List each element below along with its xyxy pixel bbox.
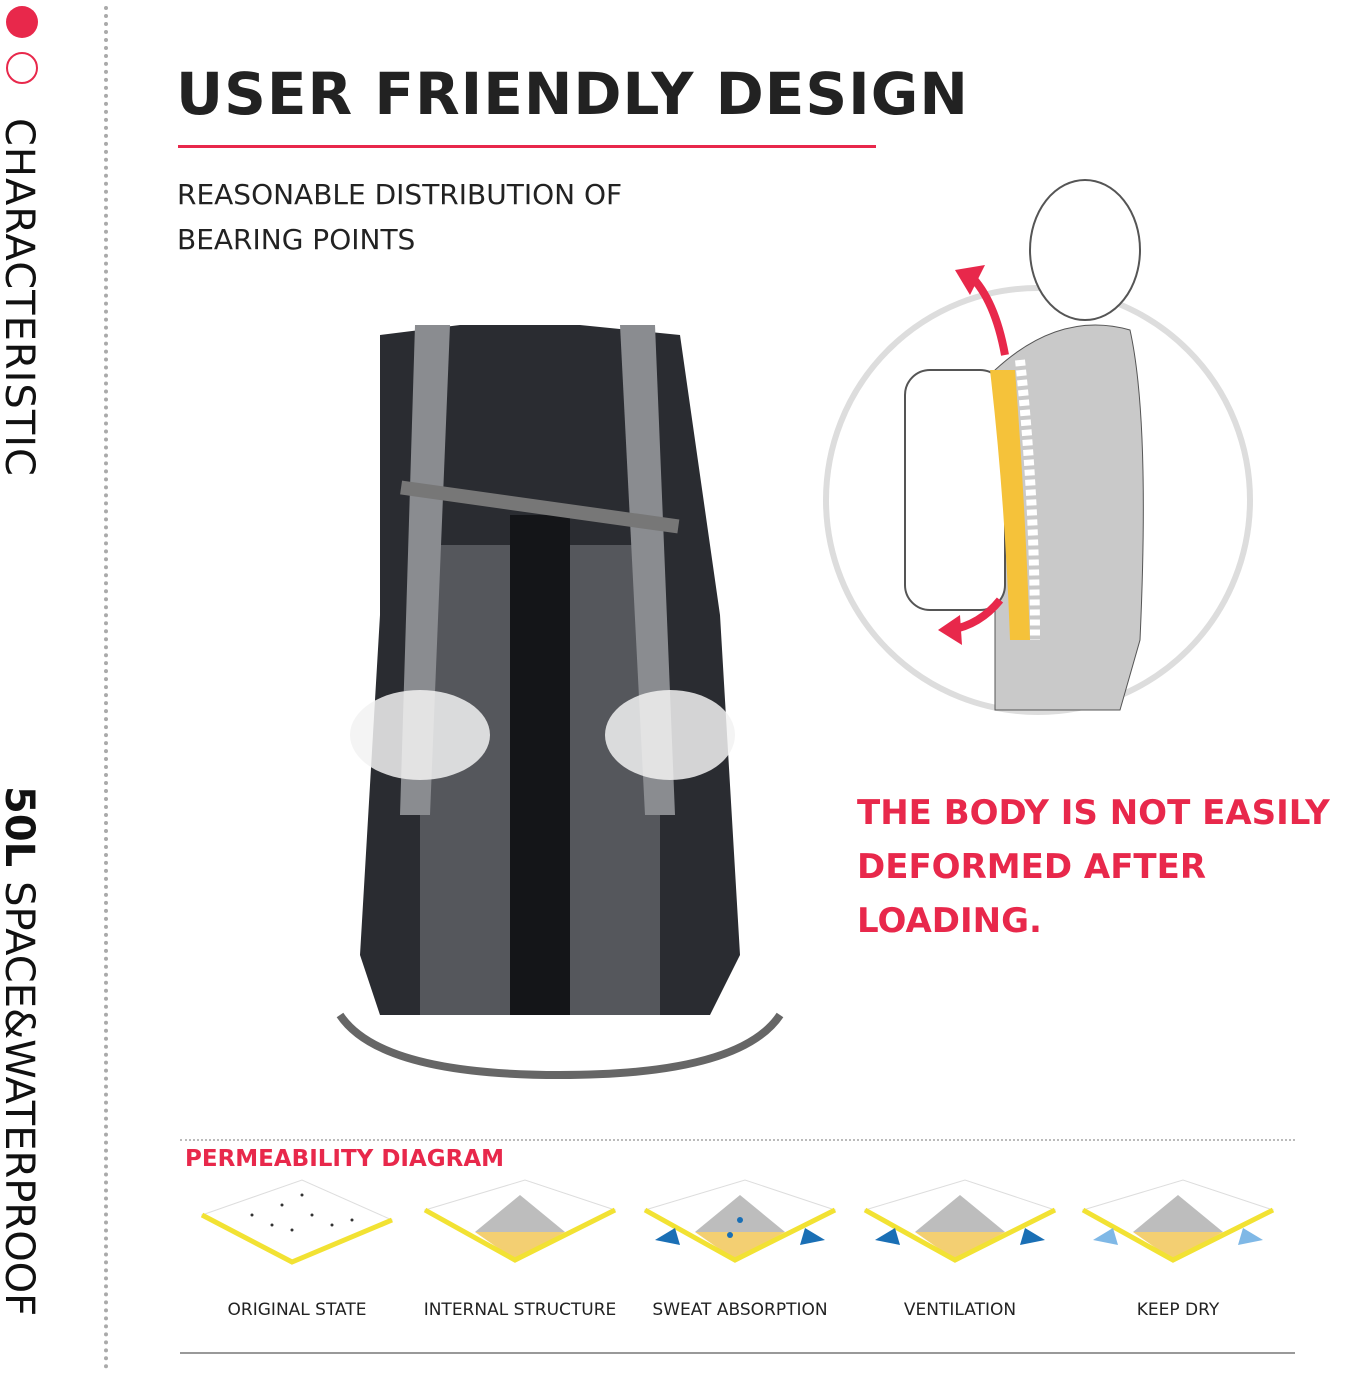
load-claim: THE BODY IS NOT EASILY DEFORMED AFTER LO… <box>857 786 1360 948</box>
internal-structure-diagram <box>423 1179 617 1263</box>
item-label: ORIGINAL STATE <box>227 1300 367 1320</box>
pager-dot-active <box>6 6 38 38</box>
subtitle-line: REASONABLE DISTRIBUTION OF <box>177 178 623 211</box>
item-label: SWEAT ABSORPTION <box>652 1300 828 1320</box>
permeability-item: INTERNAL STRUCTURE <box>410 1170 630 1320</box>
bottom-divider <box>180 1352 1295 1354</box>
title-underline <box>178 145 876 148</box>
permeability-title: PERMEABILITY DIAGRAM <box>185 1146 505 1172</box>
capacity-label: 50L SPACE&WATERPROOF <box>0 786 42 1316</box>
section-label: CHARACTERISTIC <box>0 118 42 477</box>
claim-line: DEFORMED AFTER LOADING. <box>857 847 1207 941</box>
claim-line: THE BODY IS NOT EASILY <box>857 793 1330 833</box>
item-label: INTERNAL STRUCTURE <box>423 1300 617 1320</box>
dotted-divider <box>104 6 108 1370</box>
keep-dry-diagram <box>1081 1179 1275 1263</box>
permeability-item: KEEP DRY <box>1068 1170 1288 1320</box>
permeability-item: ORIGINAL STATE <box>187 1170 407 1320</box>
spine-illustration <box>823 179 1253 715</box>
sweat-absorption-diagram <box>643 1179 837 1263</box>
page-title: USER FRIENDLY DESIGN <box>176 60 969 128</box>
feature-label: SPACE&WATERPROOF <box>0 881 42 1317</box>
subtitle-line: BEARING POINTS <box>177 223 416 256</box>
subtitle: REASONABLE DISTRIBUTION OF BEARING POINT… <box>177 172 677 262</box>
item-label: KEEP DRY <box>1136 1300 1220 1320</box>
dotted-separator <box>180 1139 1295 1141</box>
ventilation-diagram <box>863 1179 1057 1263</box>
capacity-value: 50L <box>0 786 42 868</box>
permeability-item: SWEAT ABSORPTION <box>630 1170 850 1320</box>
original-state-diagram <box>200 1179 394 1265</box>
permeability-item: VENTILATION <box>850 1170 1070 1320</box>
pager-dot-inactive <box>6 52 38 84</box>
item-label: VENTILATION <box>903 1300 1017 1320</box>
backpack-image <box>336 325 784 1080</box>
